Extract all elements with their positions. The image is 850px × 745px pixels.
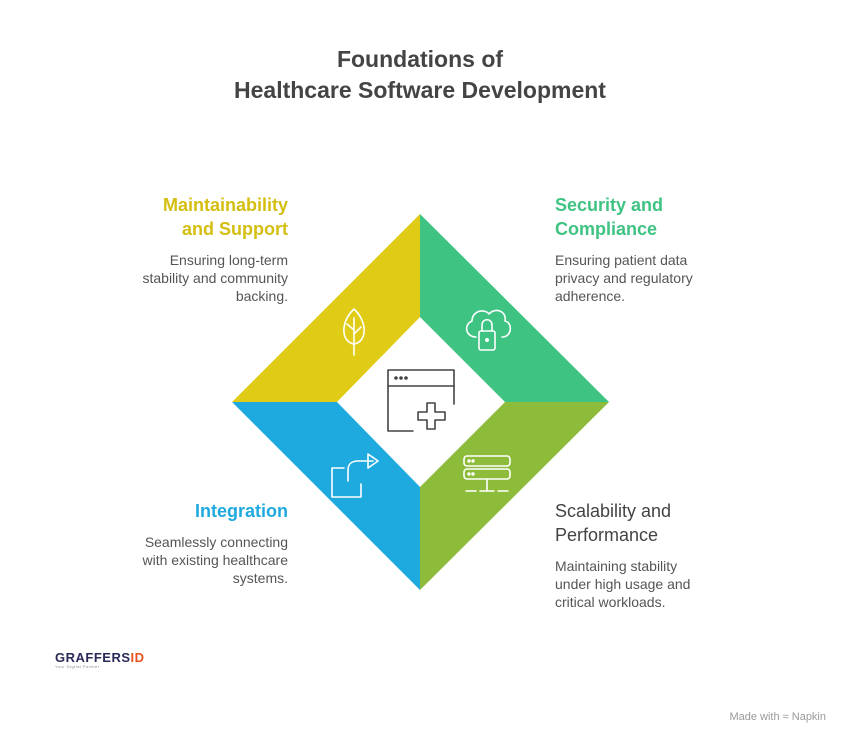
napkin-credit: Made with ≈ Napkin	[729, 711, 826, 723]
heading-security-line-2: Compliance	[555, 219, 658, 239]
share-arrow-icon	[331, 453, 379, 498]
description-security: Ensuring patient data privacy and regula…	[555, 252, 693, 304]
description-integration: Seamlessly connecting with existing heal…	[142, 534, 288, 586]
description-maintainability: Ensuring long-term stability and communi…	[142, 252, 288, 304]
server-icon	[463, 455, 511, 492]
heading-integration: Integration	[48, 499, 288, 523]
heading-security: Security and Compliance	[555, 193, 795, 241]
heading-scalability: Scalability and Performance	[555, 499, 795, 547]
logo-name-main: GRAFFERS	[55, 650, 131, 665]
title-line-1: Foundations of	[336, 46, 504, 72]
heading-maintainability-line-2: and Support	[182, 219, 288, 239]
label-maintainability: Maintainability and Support Ensuring lon…	[48, 193, 288, 305]
heading-maintainability: Maintainability and Support	[48, 193, 288, 241]
label-integration: Integration Seamlessly connecting with e…	[48, 499, 288, 587]
logo-wordmark: GRAFFERSID	[55, 650, 145, 665]
heading-security-line-1: Security and	[555, 195, 664, 215]
label-scalability: Scalability and Performance Maintaining …	[555, 499, 795, 611]
medical-window-icon	[387, 369, 455, 432]
logo-name-accent: ID	[130, 650, 145, 665]
heading-integration-line-1: Integration	[195, 501, 288, 521]
quadrant-security	[420, 214, 609, 402]
heading-scalability-line-2: Performance	[555, 525, 659, 545]
cloud-lock-icon	[465, 309, 512, 351]
quadrant-integration	[232, 402, 420, 590]
diagram-title: Foundations of Healthcare Software Devel…	[0, 44, 840, 106]
sprout-icon	[343, 308, 365, 356]
logo-tagline: Your Digital Partner	[55, 664, 100, 669]
graffersid-logo: GRAFFERSID Your Digital Partner	[55, 650, 145, 669]
heading-scalability-line-1: Scalability and	[555, 501, 672, 521]
quadrant-maintainability	[232, 214, 420, 402]
title-line-2: Healthcare Software Development	[234, 77, 606, 103]
description-scalability: Maintaining stability under high usage a…	[555, 558, 691, 610]
quadrant-scalability	[420, 402, 609, 590]
heading-maintainability-line-1: Maintainability	[162, 195, 288, 215]
label-security: Security and Compliance Ensuring patient…	[555, 193, 795, 305]
